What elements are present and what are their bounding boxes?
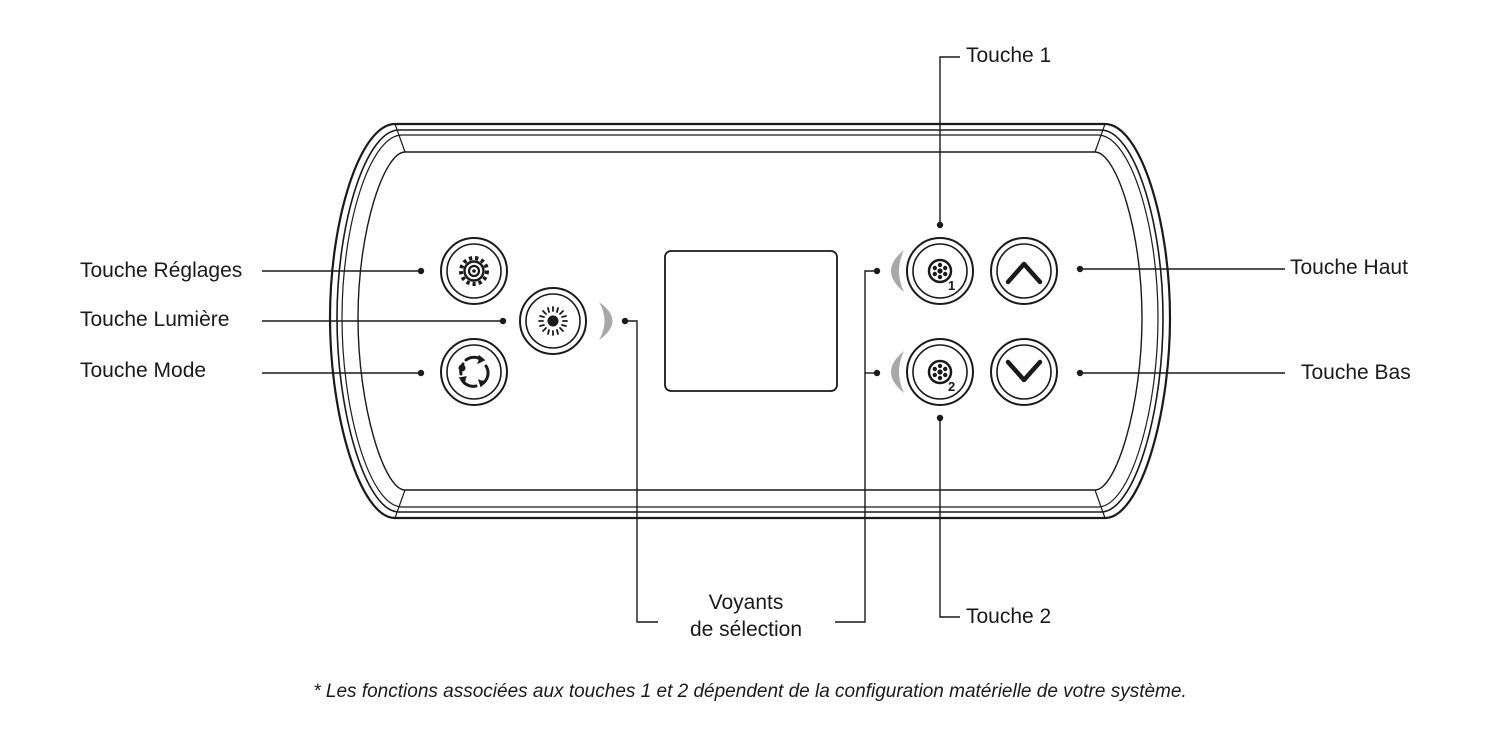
chevron-down-icon bbox=[1005, 359, 1043, 383]
settings-button[interactable] bbox=[440, 237, 508, 305]
key-1-number: 1 bbox=[948, 278, 955, 293]
mode-button[interactable] bbox=[440, 338, 508, 406]
light-indicator bbox=[599, 302, 613, 340]
key-1-label: Touche 1 bbox=[966, 44, 1052, 67]
footnote: * Les fonctions associées aux touches 1 … bbox=[313, 681, 1187, 702]
key-1-button[interactable]: 1 bbox=[906, 237, 974, 305]
chevron-up-icon bbox=[1005, 261, 1043, 285]
mode-cycle-icon bbox=[458, 355, 490, 388]
up-button[interactable] bbox=[990, 237, 1058, 305]
mode-key-label: Touche Mode bbox=[80, 359, 207, 382]
indicators-label-line2: de sélection bbox=[689, 618, 803, 641]
settings-gear-icon bbox=[459, 256, 489, 286]
down-button[interactable] bbox=[990, 338, 1058, 406]
light-sun-icon bbox=[538, 306, 568, 336]
light-key-label: Touche Lumière bbox=[80, 308, 230, 331]
key-2-button[interactable]: 2 bbox=[906, 338, 974, 406]
key-2-label: Touche 2 bbox=[966, 605, 1052, 628]
leader-lines bbox=[262, 56, 1285, 623]
up-key-label: Touche Haut bbox=[1290, 256, 1408, 279]
display-screen bbox=[664, 250, 838, 392]
key-2-number: 2 bbox=[948, 379, 955, 394]
leader-dots bbox=[417, 221, 1084, 422]
down-key-label: Touche Bas bbox=[1301, 361, 1411, 384]
panel-outline bbox=[328, 122, 1172, 520]
key-2-indicator bbox=[891, 351, 904, 393]
light-button[interactable] bbox=[519, 287, 587, 355]
settings-key-label: Touche Réglages bbox=[80, 259, 243, 282]
indicators-label-line1: Voyants bbox=[708, 591, 784, 614]
key-1-indicator bbox=[891, 250, 904, 292]
